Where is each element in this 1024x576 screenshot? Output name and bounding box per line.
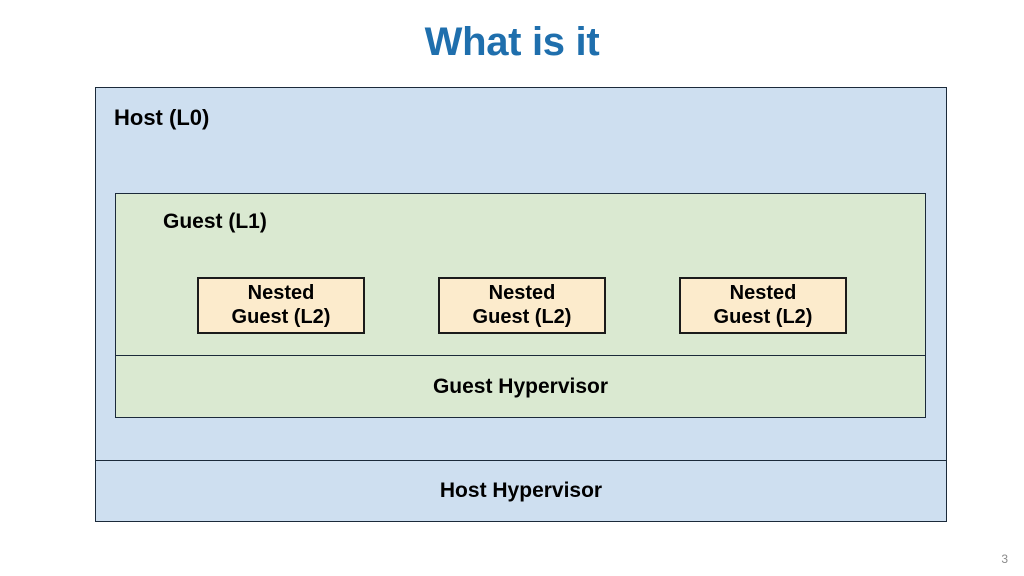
nested-guest-l2-box: Nested Guest (L2) bbox=[679, 277, 847, 334]
slide-number: 3 bbox=[1001, 552, 1008, 566]
nested-guest-l2-line2: Guest (L2) bbox=[713, 305, 813, 328]
host-l0-box: Host (L0) Guest (L1) Nested Guest (L2) N… bbox=[95, 87, 947, 522]
guest-hypervisor-label: Guest Hypervisor bbox=[432, 374, 609, 398]
nested-guest-l2-box: Nested Guest (L2) bbox=[438, 277, 606, 334]
nested-guest-l2-box: Nested Guest (L2) bbox=[197, 277, 365, 334]
host-hypervisor-label: Host Hypervisor bbox=[439, 479, 603, 502]
page-title: What is it bbox=[424, 20, 600, 64]
guest-l1-box: Guest (L1) Nested Guest (L2) Nested Gues… bbox=[115, 193, 926, 418]
nested-guest-l2-line1: Nested bbox=[247, 281, 315, 304]
guest-l1-label: Guest (L1) bbox=[163, 210, 267, 233]
host-l0-label: Host (L0) bbox=[114, 105, 210, 130]
guest-hypervisor-band: Guest Hypervisor bbox=[116, 355, 925, 417]
nested-guest-l2-line1: Nested bbox=[488, 281, 556, 304]
nested-guest-row: Nested Guest (L2) Nested Guest (L2) Nest… bbox=[116, 277, 925, 357]
nested-guest-l2-line2: Guest (L2) bbox=[472, 305, 572, 328]
nested-guest-l2-line2: Guest (L2) bbox=[231, 305, 331, 328]
host-hypervisor-band: Host Hypervisor bbox=[96, 460, 946, 521]
nested-guest-l2-line1: Nested bbox=[729, 281, 797, 304]
